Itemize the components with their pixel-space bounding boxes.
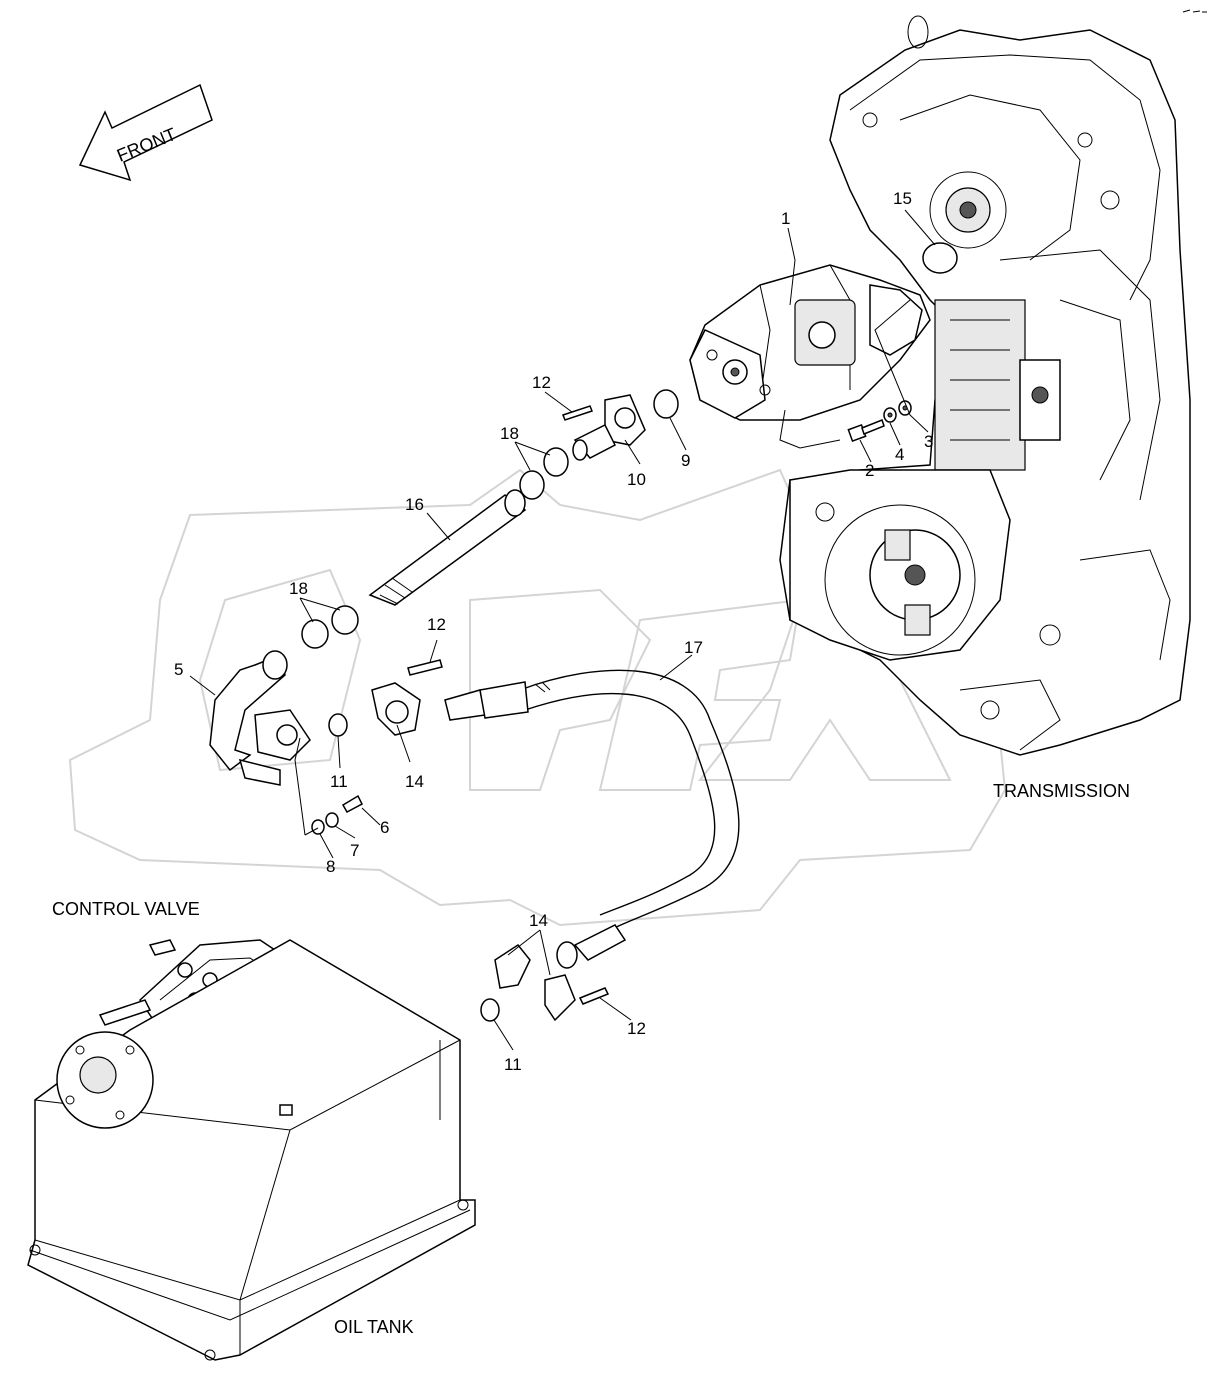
- leader-lines: [189, 209, 936, 1051]
- callout-11-mid: 11: [330, 772, 348, 791]
- callout-4: 4: [895, 445, 904, 464]
- callout-1: 1: [781, 209, 790, 228]
- bolt-2: [847, 419, 885, 442]
- callout-18-mid: 18: [289, 579, 308, 598]
- split-flange-14-bottom: [494, 943, 576, 1022]
- transmission-housing: [779, 15, 1191, 756]
- callout-5: 5: [174, 660, 183, 679]
- callout-10: 10: [627, 470, 646, 489]
- callout-15: 15: [893, 189, 912, 208]
- callout-6: 6: [380, 818, 389, 837]
- callout-18-top: 18: [500, 424, 519, 443]
- elbow-tube-5: [209, 650, 311, 786]
- callout-16: 16: [405, 495, 424, 514]
- callout-2: 2: [865, 461, 874, 480]
- callout-17: 17: [684, 638, 703, 657]
- bolt-12-top: [562, 405, 593, 421]
- bolt-12-mid: [407, 659, 443, 676]
- o-ring-15: [922, 242, 958, 274]
- washer-8: [311, 819, 325, 835]
- o-ring-9: [653, 389, 679, 419]
- callout-12-mid: 12: [427, 615, 446, 634]
- hydraulic-pump: [689, 264, 931, 449]
- hose-clamp-18d: [301, 619, 329, 649]
- pressure-hose-17: [444, 669, 740, 969]
- callout-14-bottom: 14: [529, 911, 548, 930]
- transmission-label: TRANSMISSION: [993, 781, 1130, 801]
- washer-7: [325, 812, 339, 828]
- callout-8: 8: [326, 857, 335, 876]
- corner-marks: [1182, 9, 1207, 13]
- bolt-6: [341, 794, 363, 814]
- callout-9: 9: [681, 451, 690, 470]
- callout-numbers: 1 15 2 4 3 9 10 12 18 16 18 5 12 17 11 1…: [174, 189, 933, 1074]
- callout-12-top: 12: [532, 373, 551, 392]
- callout-12-bottom: 12: [627, 1019, 646, 1038]
- front-arrow-icon: FRONT: [78, 83, 213, 182]
- callout-7: 7: [350, 841, 359, 860]
- hose-clamp-18c: [331, 605, 359, 635]
- hose-clamp-18a: [543, 447, 569, 477]
- suction-hose-16: [368, 489, 527, 606]
- suction-fitting-10: [572, 394, 646, 461]
- hose-clamp-18b: [519, 470, 545, 500]
- oil-tank: [27, 939, 476, 1361]
- oil-tank-label: OIL TANK: [334, 1317, 414, 1337]
- o-ring-11-bottom: [480, 998, 500, 1022]
- callout-11-bottom: 11: [504, 1055, 522, 1074]
- callout-3: 3: [924, 432, 933, 451]
- callout-14-mid: 14: [405, 772, 424, 791]
- o-ring-11-mid: [328, 713, 348, 737]
- split-flange-14-mid: [371, 682, 421, 736]
- control-valve-label: CONTROL VALVE: [52, 899, 200, 919]
- bolt-12-bottom: [578, 987, 610, 1005]
